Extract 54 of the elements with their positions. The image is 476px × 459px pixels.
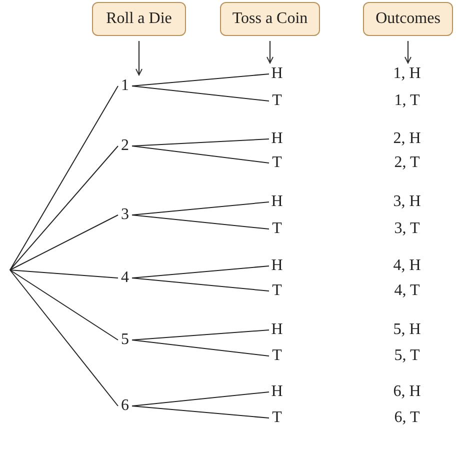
outcome-text: 4, H [387,256,427,276]
branch-line [132,340,270,356]
coin-result: H [269,192,285,212]
branch-line [132,266,270,278]
outcome-text: 5, T [387,346,427,366]
die-value: 3 [118,205,132,225]
branch-line [10,86,118,270]
header-box: Outcomes [363,2,453,36]
branch-line [132,278,270,292]
branch-line [10,270,118,278]
die-value: 5 [118,330,132,350]
branch-line [10,146,118,270]
header-box: Toss a Coin [220,2,320,36]
outcome-text: 6, H [387,382,427,402]
branch-line [10,214,118,270]
coin-result: T [269,408,285,428]
arrow [136,40,142,76]
branch-line [10,270,118,340]
outcome-text: 1, H [387,64,427,84]
arrow [404,40,412,64]
outcome-text: 1, T [387,91,427,111]
coin-result: H [269,382,285,402]
branch-line [132,86,270,102]
outcome-text: 3, H [387,192,427,212]
outcome-text: 6, T [387,408,427,428]
outcome-text: 5, H [387,320,427,340]
coin-result: T [269,153,285,173]
coin-result: T [269,219,285,239]
header-box: Roll a Die [92,2,186,36]
die-value: 2 [118,136,132,156]
branch-line [10,270,118,406]
coin-result: H [269,129,285,149]
coin-result: H [269,256,285,276]
die-value: 1 [118,76,132,96]
branch-line [132,146,270,164]
coin-result: H [269,64,285,84]
coin-result: T [269,91,285,111]
outcome-text: 2, T [387,153,427,173]
branch-line [132,202,270,216]
coin-result: T [269,346,285,366]
die-value: 6 [118,396,132,416]
coin-result: H [269,320,285,340]
arrow [266,40,274,64]
branch-line [132,330,270,340]
die-value: 4 [118,268,132,288]
branch-line [132,406,270,418]
outcome-text: 3, T [387,219,427,239]
branch-line [132,138,270,146]
branch-line [132,214,270,230]
outcome-text: 2, H [387,129,427,149]
outcome-text: 4, T [387,281,427,301]
branch-line [132,392,270,406]
coin-result: T [269,281,285,301]
branch-line [132,74,270,86]
